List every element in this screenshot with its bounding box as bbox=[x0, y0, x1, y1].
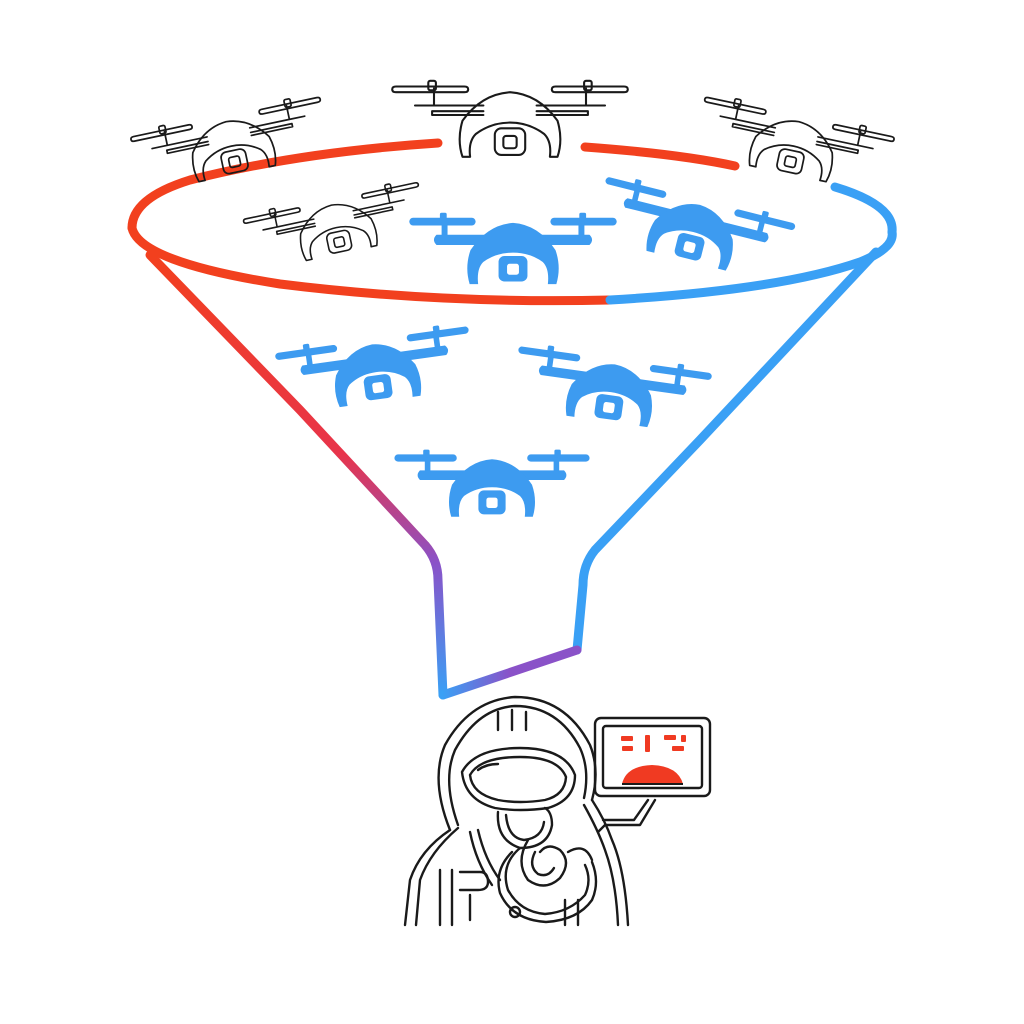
drone-funnel-bottom-icon bbox=[394, 449, 590, 517]
drone-funnel-right-icon bbox=[510, 341, 713, 436]
drone-rim-left-icon bbox=[241, 177, 430, 273]
drone-outside-top-left-icon bbox=[128, 91, 333, 195]
funnel-rim-back-mid bbox=[580, 142, 740, 171]
drone-outside-top-right-icon bbox=[692, 91, 897, 195]
funnel-spout-bottom bbox=[438, 645, 582, 700]
funnel-icon bbox=[127, 138, 897, 700]
funnel-wall-right bbox=[572, 247, 881, 655]
funnel-wall-left bbox=[145, 250, 448, 700]
drone-rim-center-icon bbox=[409, 212, 617, 285]
drone-rim-right-icon bbox=[591, 171, 798, 285]
helmeted-operator-icon bbox=[403, 695, 630, 927]
funnel-rim-back-right bbox=[830, 182, 897, 237]
funnel-rim-front-left bbox=[127, 223, 615, 306]
drone-funnel-left-icon bbox=[274, 321, 477, 416]
funnel-rim-front-right bbox=[605, 227, 897, 305]
sad-face-monitor-icon bbox=[593, 716, 712, 834]
funnel-rim-back-left bbox=[127, 138, 443, 233]
